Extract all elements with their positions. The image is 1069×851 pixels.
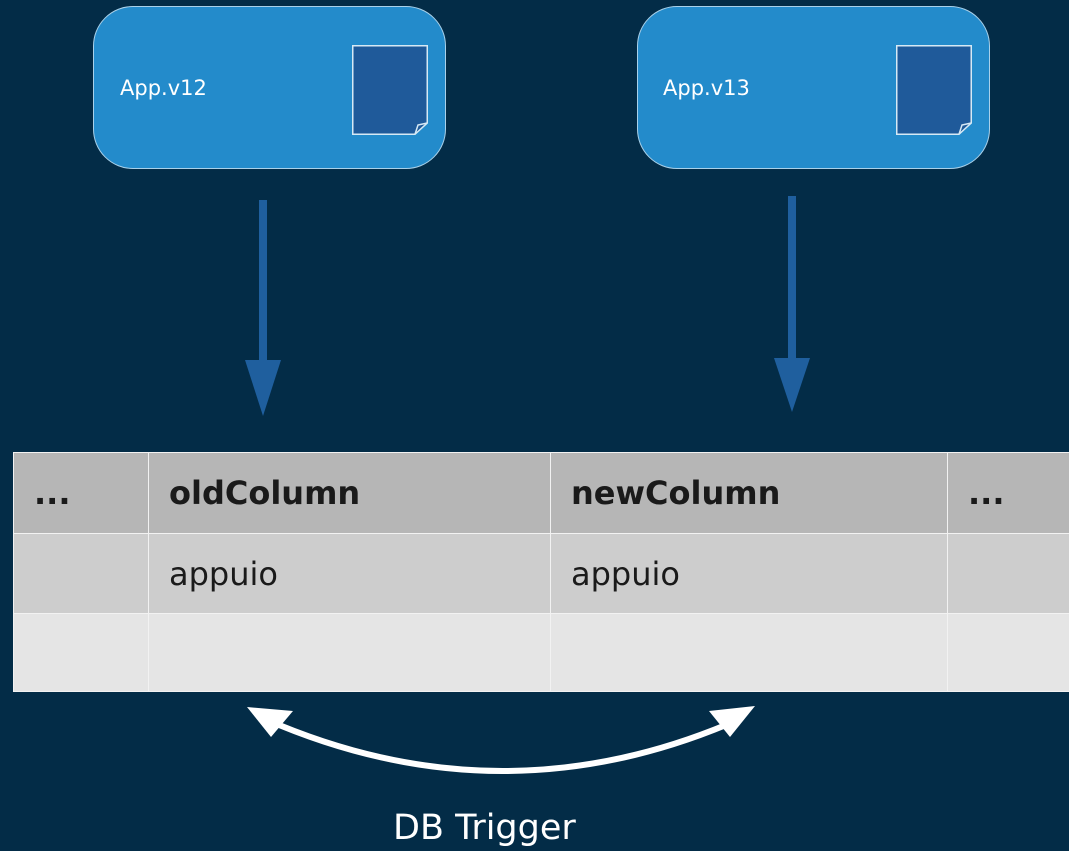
db-trigger-label: DB Trigger bbox=[393, 808, 576, 848]
db-table: ... oldColumn newColumn ... appuio appui… bbox=[13, 452, 1069, 692]
document-icon bbox=[896, 45, 972, 135]
arrow-down-v12 bbox=[245, 200, 281, 416]
table-cell bbox=[550, 613, 948, 692]
column-header-new: newColumn bbox=[550, 452, 948, 534]
table-cell bbox=[947, 533, 1069, 614]
table-cell bbox=[947, 613, 1069, 692]
table-cell bbox=[13, 533, 149, 614]
table-row bbox=[13, 613, 1069, 692]
table-cell bbox=[13, 613, 149, 692]
app-v12-label: App.v12 bbox=[120, 76, 207, 100]
table-cell bbox=[148, 613, 551, 692]
document-icon bbox=[352, 45, 428, 135]
table-header-row: ... oldColumn newColumn ... bbox=[13, 452, 1069, 534]
column-header-ellipsis-right: ... bbox=[947, 452, 1069, 534]
bidirectional-arrow-icon bbox=[235, 695, 765, 789]
arrow-down-v13 bbox=[774, 196, 810, 412]
table-cell-old-value: appuio bbox=[148, 533, 551, 614]
app-v12-box: App.v12 bbox=[93, 6, 446, 169]
column-header-old: oldColumn bbox=[148, 452, 551, 534]
app-v13-box: App.v13 bbox=[637, 6, 990, 169]
column-header-ellipsis-left: ... bbox=[13, 452, 149, 534]
table-row: appuio appuio bbox=[13, 533, 1069, 614]
table-cell-new-value: appuio bbox=[550, 533, 948, 614]
app-v13-label: App.v13 bbox=[663, 76, 750, 100]
